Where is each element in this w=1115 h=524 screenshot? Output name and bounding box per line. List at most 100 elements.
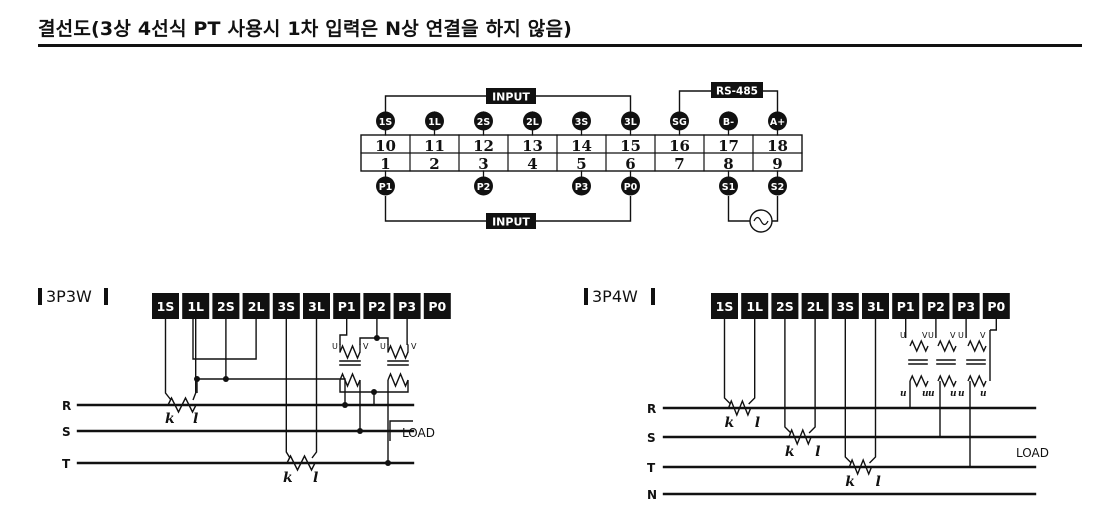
panel-3p3w-pt2-secondary (387, 372, 409, 388)
panel-3p4w-title-marker-left (584, 288, 588, 305)
panel-3p4w-pt2-primary (937, 339, 957, 353)
terminal-number-16: 16 (669, 137, 690, 155)
panel-3p3w-terminal-1l: 1L (187, 299, 204, 314)
panel-3p3w-terminal-1s-box (152, 293, 179, 319)
panel-3p4w-ct3-k: k (845, 474, 855, 490)
panel-3p4w-terminal-p1: P1 (897, 299, 915, 314)
panel-3p4w-terminal-p1-box (892, 293, 920, 319)
panel-3p4w-terminal-2l-box (801, 293, 829, 319)
input-label-top-box (486, 88, 536, 104)
badge-p0-circle (621, 176, 640, 196)
panel-3p4w-line-label-n: N (647, 488, 657, 502)
panel-3p4w-terminal-3l-box (862, 293, 889, 319)
badge-p1: P1 (379, 182, 393, 193)
panel-3p4w-terminal-p0-box (982, 293, 1010, 319)
rs485-label: RS-485 (716, 86, 758, 98)
panel-3p3w-terminal-3l-box (303, 293, 330, 319)
terminal-number-4: 4 (527, 155, 537, 173)
panel-3p4w-pt2-u: U (928, 331, 934, 340)
panel-3p4w-terminal-3l: 3L (867, 299, 884, 314)
panel-3p4w-terminal-2s-box (771, 293, 799, 319)
panel-3p3w-terminal-p3: P3 (398, 299, 416, 314)
panel-3p4w-terminal-p2-box (922, 293, 950, 319)
panel-3p4w-pt2-v: V (950, 331, 956, 340)
panel-3p4w-ct2-l: l (815, 444, 820, 460)
panel-3p4w-ct2-k: k (785, 444, 795, 460)
panel-3p3w-terminal-p1-box (333, 293, 361, 319)
panel-3p4w-line-label-s: S (647, 431, 656, 445)
badge-s2-circle (768, 176, 787, 196)
panel-3p3w-load-label: LOAD (402, 426, 435, 440)
badge-sg-circle (670, 111, 689, 131)
badge-p3: P3 (575, 182, 589, 193)
panel-3p3w-pt1-u: U (332, 342, 338, 351)
panel-3p3w-ct1-l: l (193, 411, 198, 427)
panel-3p3w-title-marker-left (38, 288, 42, 305)
panel-3p3w-terminal-2s: 2S (217, 299, 235, 314)
terminal-number-15: 15 (620, 137, 641, 155)
panel-3p4w-pt3-sv: u (980, 389, 987, 399)
panel-3p3w-ct1-k: k (165, 411, 175, 427)
terminal-number-7: 7 (674, 155, 684, 173)
terminal-number-1: 1 (380, 155, 390, 173)
badge-3s: 3S (575, 117, 589, 128)
panel-3p4w-terminal-1s: 1S (716, 299, 734, 314)
terminal-number-13: 13 (522, 137, 543, 155)
panel-3p3w-junction (342, 402, 348, 408)
panel-3p3w-title: 3P3W (46, 287, 92, 306)
panel-3p3w-pt1-wire-u (339, 319, 348, 345)
badge-s1: S1 (722, 182, 735, 193)
panel-3p4w-pt1-v: V (922, 331, 928, 340)
panel-3p3w-line-label-t: T (62, 457, 71, 471)
panel-3p3w-terminal-3l: 3L (308, 299, 325, 314)
terminal-number-12: 12 (473, 137, 494, 155)
panel-3p3w-ct1-wire-l (192, 319, 197, 401)
panel-3p4w-pt1-sv: u (922, 389, 929, 399)
title-divider (38, 44, 1082, 47)
panel-3p3w-line-label-r: R (62, 399, 71, 413)
panel-3p4w-terminal-2l: 2L (807, 299, 824, 314)
panel-3p3w-pt2-wire-u (376, 337, 389, 345)
badge-3l-circle (621, 111, 640, 131)
panel-3p3w-pt1-primary (339, 344, 361, 360)
panel-3p4w-pt3-u: U (958, 331, 964, 340)
panel-3p4w-terminal-2s: 2S (776, 299, 794, 314)
panel-3p3w-ct1-coil (167, 396, 197, 414)
ac-source-wire-right (772, 196, 779, 222)
terminal-number-3: 3 (478, 155, 488, 173)
panel-3p4w-ct2-coil (788, 428, 812, 446)
panel-3p4w-ct3-l: l (876, 474, 881, 490)
badge-aplus: A+ (770, 117, 785, 128)
ac-source-wire-left (727, 196, 750, 222)
panel-3p3w-ct2-wire-k (285, 319, 291, 459)
terminal-number-2: 2 (429, 155, 439, 173)
panel-3p4w-title-marker-right (651, 288, 655, 305)
terminal-number-6: 6 (625, 155, 635, 173)
panel-3p4w-pt2-secondary (937, 374, 957, 388)
badge-1s-circle (376, 111, 395, 131)
panel-3p3w-terminal-1l-box (182, 293, 210, 319)
badge-2s-circle (474, 111, 493, 131)
panel-3p3w-terminal-p3-box (393, 293, 421, 319)
badge-2l-circle (523, 111, 542, 131)
panel-3p3w-terminal-2s-box (212, 293, 240, 319)
badge-bminus-circle (719, 111, 738, 131)
panel-3p4w-pt3-secondary (967, 374, 987, 388)
panel-3p4w-terminal-p0: P0 (987, 299, 1005, 314)
panel-3p3w-ct1-wire-k (164, 319, 172, 401)
terminal-number-8: 8 (723, 155, 733, 173)
input-label-bottom: INPUT (492, 216, 530, 229)
panel-3p3w-ct2-wire-l (311, 319, 318, 459)
terminal-number-11: 11 (424, 137, 445, 155)
panel-3p4w-title: 3P4W (592, 287, 638, 306)
panel-3p4w-terminal-1s-box (711, 293, 738, 319)
panel-3p3w-terminal-p2: P2 (368, 299, 386, 314)
panel-3p4w-pt1-su: u (900, 389, 907, 399)
panel-3p4w-terminal-3s-box (831, 293, 859, 319)
panel-3p3w-pt1-wire-v (359, 319, 378, 345)
terminal-number-18: 18 (767, 137, 788, 155)
badge-p2: P2 (477, 182, 491, 193)
input-label-bottom-box (486, 213, 536, 229)
panel-3p4w-ct2-wire-l (808, 319, 816, 434)
